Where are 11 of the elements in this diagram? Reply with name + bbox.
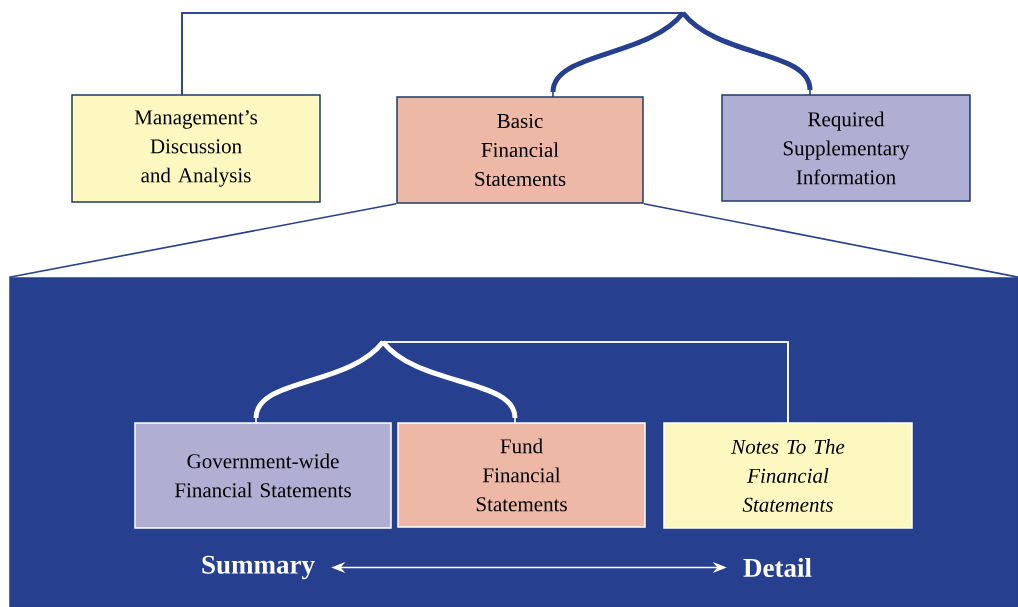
- process-box: Management’s Discussion and Analysis: [71, 94, 321, 203]
- process-box: Government-wide Financial Statements: [134, 422, 392, 529]
- process-box: Fund Financial Statements: [397, 422, 646, 528]
- connector: [181, 11, 813, 96]
- process-box: Required Supplementary Information: [721, 94, 971, 202]
- process-box: Notes To The Financial Statements: [663, 422, 913, 529]
- axis-label: Detail: [743, 558, 812, 577]
- connector: [381, 340, 789, 424]
- axis-label: Summary: [202, 555, 315, 580]
- process-box: Basic Financial Statements: [396, 96, 644, 204]
- connector: [8, 202, 398, 279]
